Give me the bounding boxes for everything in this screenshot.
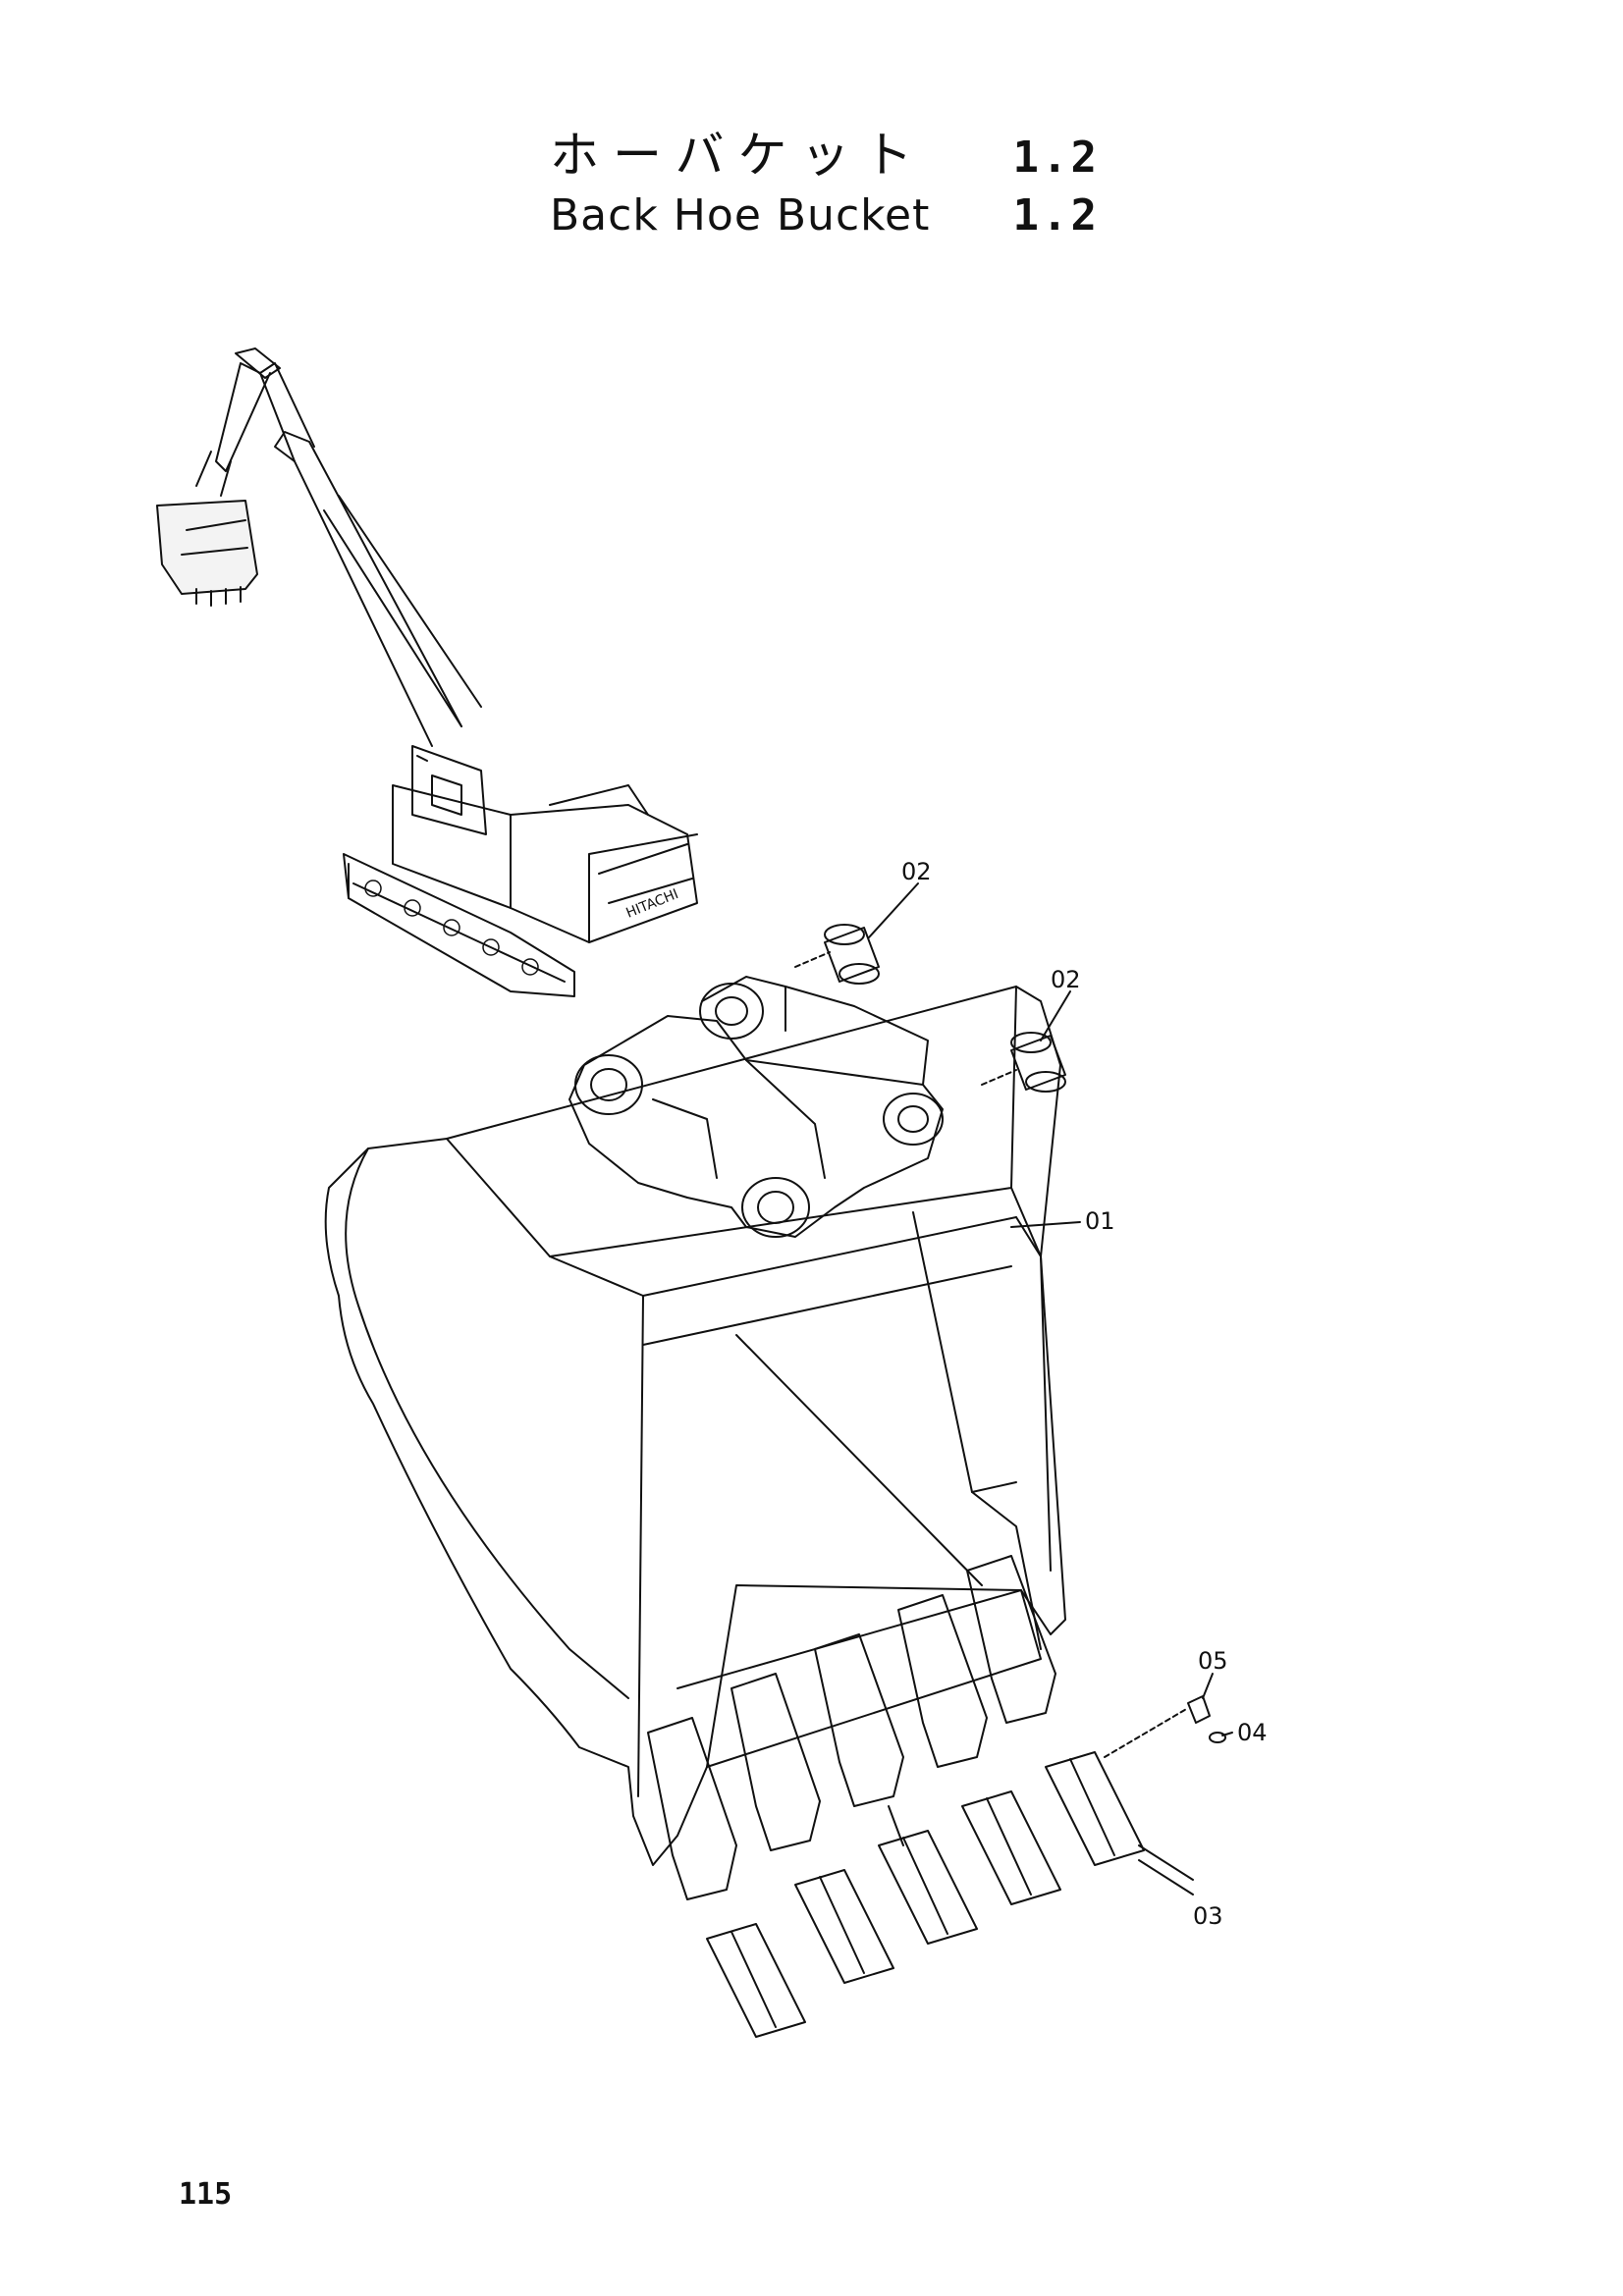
- bushing-02-left: [824, 924, 880, 985]
- leader-03: [1138, 1859, 1194, 1896]
- leader-02-left: [868, 882, 919, 938]
- machine-branding-text: HITACHI: [624, 886, 681, 922]
- callout-05: 05: [1198, 1647, 1228, 1675]
- title-japanese: ホーバケット: [550, 127, 927, 184]
- leader-01: [1010, 1221, 1081, 1228]
- loose-teeth-03: [706, 1751, 1145, 2038]
- bushing-alignment-lines: [794, 951, 1017, 1086]
- title-block: ホーバケット 1.2 Back Hoe Bucket 1.2: [550, 116, 1100, 240]
- leader-04: [1221, 1732, 1233, 1736]
- callout-01: 01: [1085, 1207, 1115, 1235]
- title-english-number: 1.2: [1012, 190, 1100, 240]
- callout-03: 03: [1193, 1902, 1223, 1930]
- bucket-body-01: [324, 976, 1066, 1866]
- excavator-illustration: [156, 347, 698, 997]
- tooth-adapters: [647, 1555, 1056, 1900]
- page-number: 115: [179, 2177, 233, 2212]
- leader-05: [1202, 1673, 1214, 1699]
- callout-02-left: 02: [901, 858, 932, 885]
- title-japanese-row: ホーバケット 1.2: [550, 116, 1100, 187]
- title-japanese-number: 1.2: [1012, 133, 1100, 183]
- callout-02-right: 02: [1051, 966, 1081, 993]
- tooth-leader-lines: [888, 1805, 1194, 1881]
- tooth-lock-04: [1209, 1732, 1226, 1743]
- bushing-02-right: [1010, 1032, 1066, 1093]
- leader-02-right: [1040, 990, 1071, 1041]
- title-english-row: Back Hoe Bucket 1.2: [550, 190, 1100, 240]
- callout-04: 04: [1237, 1719, 1268, 1746]
- pin-alignment-line: [1104, 1707, 1189, 1758]
- title-english: Back Hoe Bucket: [550, 190, 931, 240]
- tooth-pin-05: [1187, 1695, 1211, 1724]
